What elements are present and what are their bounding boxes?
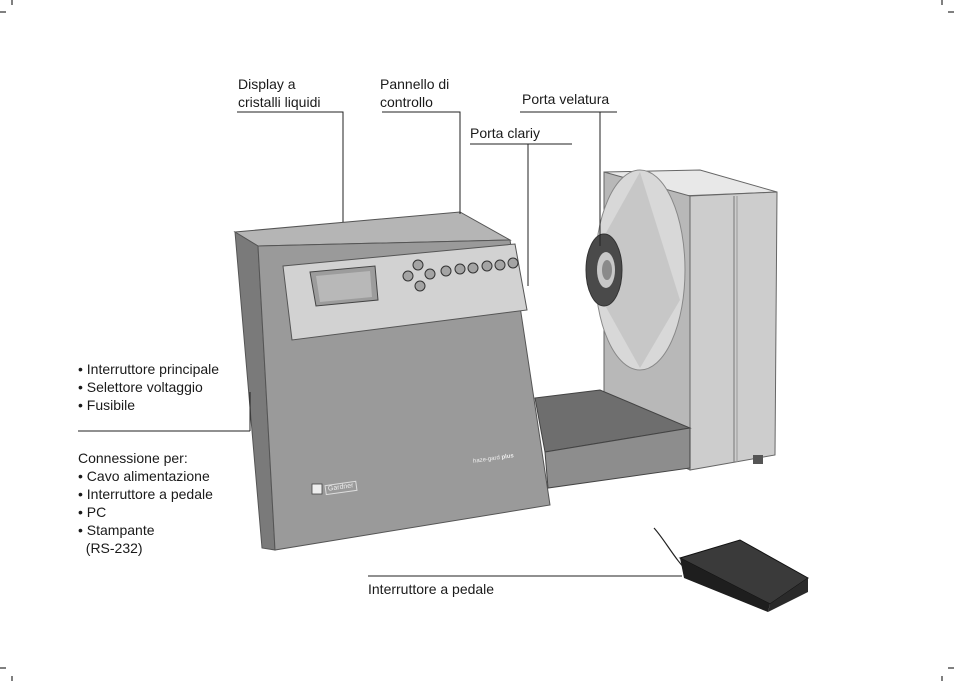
main-body [233,211,551,551]
label-foot-switch: Interruttore a pedale [368,581,495,597]
label-rear-switches: • Interruttore principale • Selettore vo… [78,361,220,413]
device-model-suffix: plus [501,453,515,461]
label-connections: Connessione per: • Cavo alimentazione • … [78,450,213,556]
label-clarity-port: Porta clariy [470,125,541,141]
foot-pedal [653,527,809,612]
measurement-unit [585,169,778,471]
label-display: Display a cristalli liquidi [238,76,321,110]
label-control-panel: Pannello di controllo [380,76,450,110]
leader-lines [78,111,682,577]
sample-tray [534,389,692,489]
label-haze-port: Porta velatura [522,91,610,107]
